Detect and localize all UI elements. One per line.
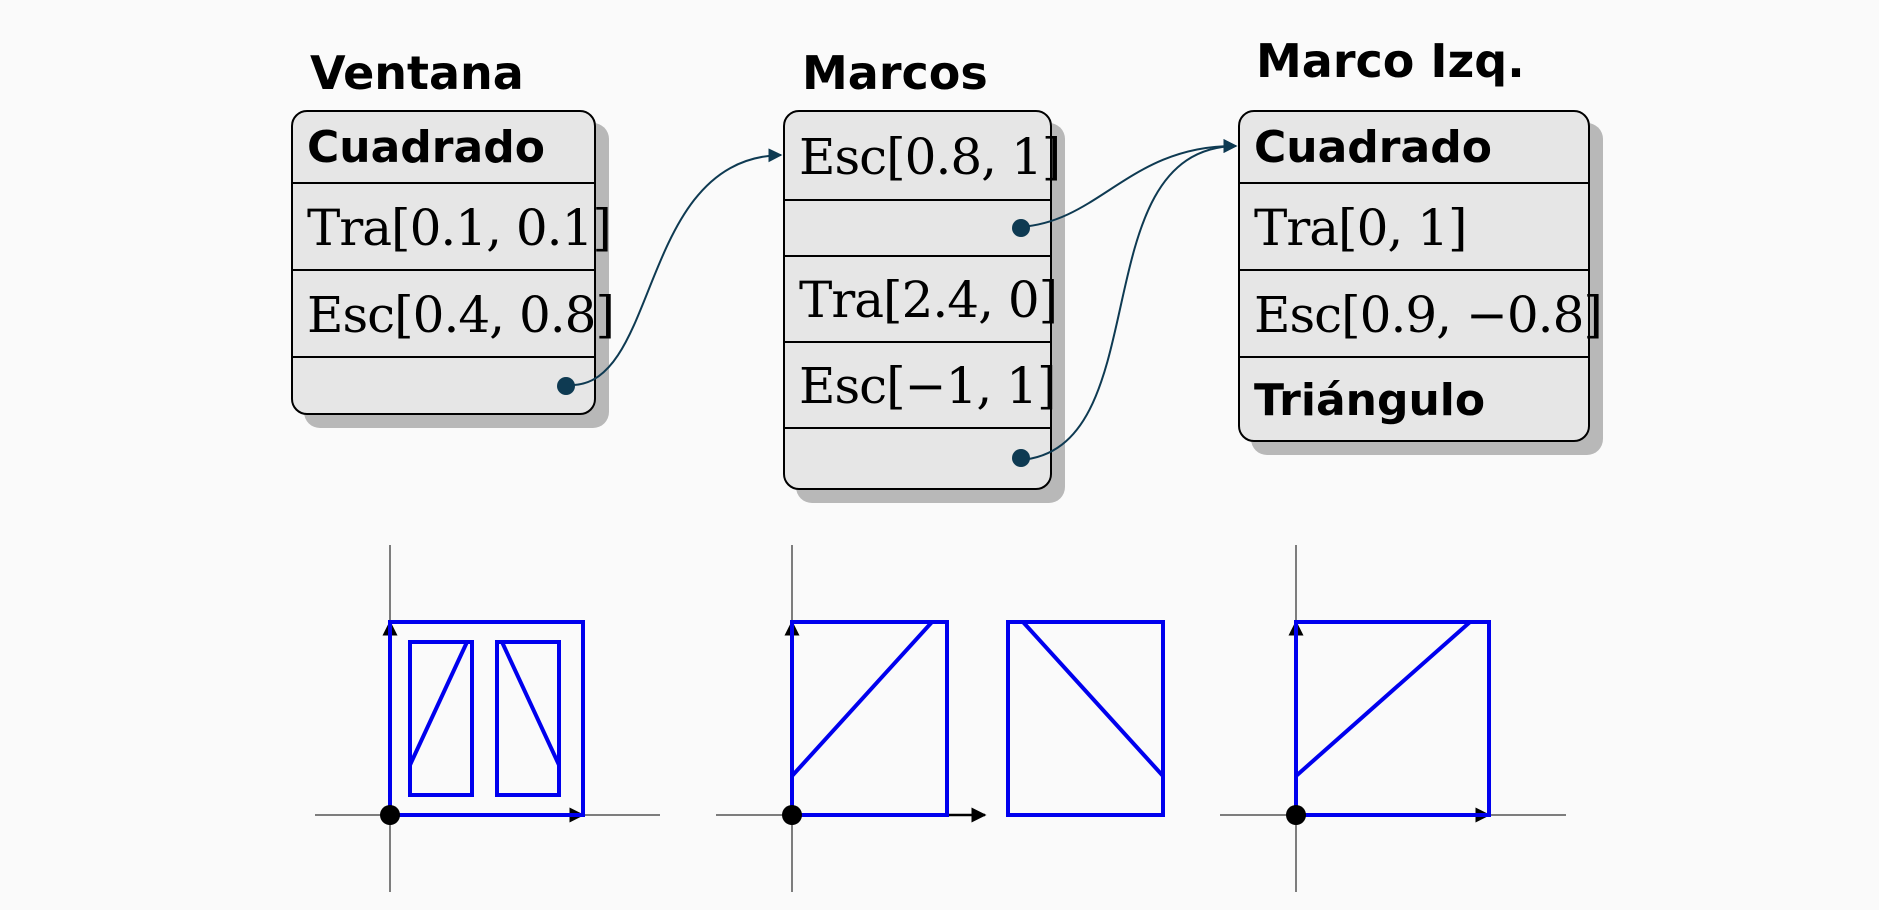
link-ventana-to-marcos <box>573 148 783 386</box>
ventana-row-ref <box>293 356 594 417</box>
marco-izq-row-tra: Tra[0, 1] <box>1240 182 1588 271</box>
link-marcos-to-marco-izq-a <box>1019 138 1238 228</box>
marcos-row-esc-a: Esc[0.8, 1] <box>785 112 1061 201</box>
ventana-block: Cuadrado Tra[0.1, 0.1] Esc[0.4, 0.8] <box>291 110 615 417</box>
marcos-preview-origin <box>782 805 802 825</box>
ventana-preview-outer-square <box>388 620 585 817</box>
ventana-preview-left-pane <box>408 640 474 797</box>
marcos-row-ref-a <box>785 199 1050 257</box>
marco-izq-row-cuadrado: Cuadrado <box>1240 112 1588 184</box>
ventana-preview-origin <box>380 805 400 825</box>
ventana-title: Ventana <box>310 46 524 100</box>
marcos-preview-right-frame <box>1006 620 1165 817</box>
ventana-row-tra: Tra[0.1, 0.1] <box>293 182 612 271</box>
ventana-row-esc-text: Esc[0.4, 0.8] <box>307 285 615 344</box>
marco-izq-row-triangulo: Triángulo <box>1240 356 1588 444</box>
marco-izq-preview <box>1220 545 1566 892</box>
marco-izq-preview-origin <box>1286 805 1306 825</box>
ventana-ref-dot <box>557 377 575 395</box>
marco-izq-preview-diagonal <box>1294 620 1472 778</box>
ventana-preview-right-pane <box>495 640 561 797</box>
marcos-title: Marcos <box>802 46 988 100</box>
marco-izq-row-triangulo-text: Triángulo <box>1254 375 1486 426</box>
marcos-row-ref-b <box>785 427 1050 492</box>
marco-izq-title: Marco Izq. <box>1256 34 1525 88</box>
ventana-row-tra-text: Tra[0.1, 0.1] <box>307 198 612 257</box>
marcos-row-esc-b: Esc[−1, 1] <box>785 341 1056 429</box>
marcos-preview <box>716 545 1165 892</box>
marcos-preview-left-diagonal <box>790 620 934 778</box>
ventana-row-cuadrado-text: Cuadrado <box>307 122 545 173</box>
marcos-preview-left-frame <box>790 620 949 817</box>
link-marcos-to-marco-izq-b <box>1019 139 1238 461</box>
marco-izq-preview-frame <box>1294 620 1491 817</box>
marcos-ref-dot-b <box>1012 449 1030 467</box>
marco-izq-row-cuadrado-text: Cuadrado <box>1254 122 1492 173</box>
marco-izq-block: Cuadrado Tra[0, 1] Esc[0.9, −0.8] Triáng… <box>1238 110 1603 444</box>
marcos-row-tra-text: Tra[2.4, 0] <box>799 271 1058 329</box>
marcos-preview-right-diagonal <box>1021 620 1165 778</box>
ventana-row-esc: Esc[0.4, 0.8] <box>293 269 615 358</box>
marcos-ref-dot-a <box>1012 219 1030 237</box>
ventana-preview <box>315 545 660 892</box>
marco-izq-row-esc-text: Esc[0.9, −0.8] <box>1254 285 1603 344</box>
marcos-row-tra: Tra[2.4, 0] <box>785 255 1058 343</box>
marco-izq-row-tra-text: Tra[0, 1] <box>1254 198 1467 257</box>
marco-izq-row-esc: Esc[0.9, −0.8] <box>1240 269 1603 358</box>
ventana-preview-right-diagonal <box>500 641 561 766</box>
marcos-block: Esc[0.8, 1] Tra[2.4, 0] Esc[−1, 1] <box>783 110 1061 492</box>
ventana-preview-left-diagonal <box>408 641 469 766</box>
ventana-row-cuadrado: Cuadrado <box>293 112 594 184</box>
marcos-row-esc-b-text: Esc[−1, 1] <box>799 357 1056 415</box>
marcos-row-esc-a-text: Esc[0.8, 1] <box>799 127 1061 186</box>
